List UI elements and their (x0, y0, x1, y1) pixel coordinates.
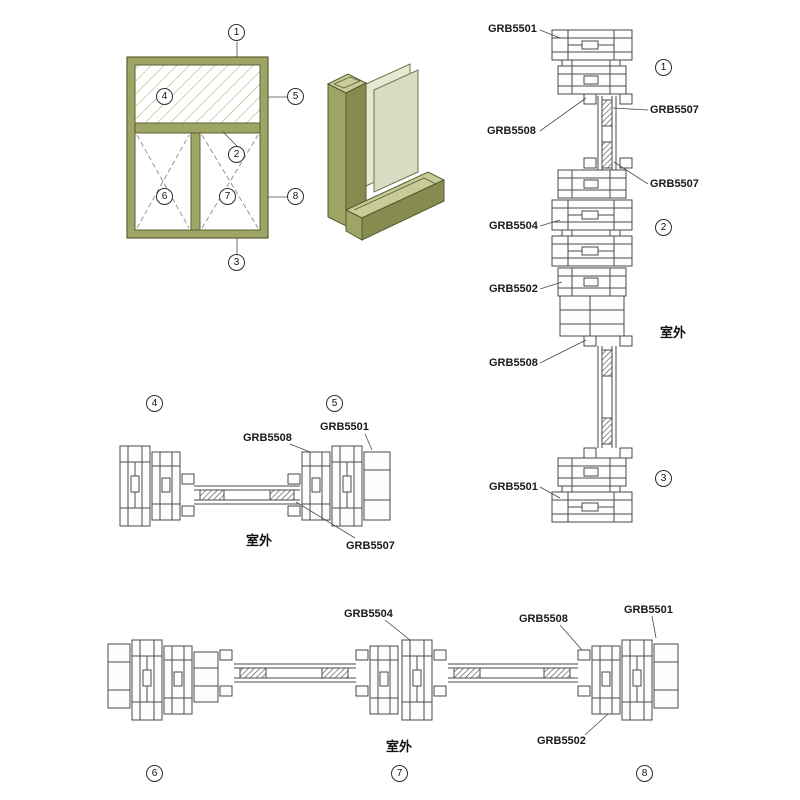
horizontal-section-4-5 (119, 433, 391, 539)
label-grb5504-bottom: GRB5504 (344, 608, 393, 620)
hatched-fixed-pane (134, 64, 261, 124)
glazing-spacer (239, 667, 267, 679)
mullion-bar (190, 132, 201, 231)
glazing-bead (433, 685, 447, 697)
glazing-bead (577, 685, 591, 697)
label-grb5501-bottom: GRB5501 (624, 604, 673, 616)
callout-5: 5 (287, 88, 304, 105)
glazing-bead (619, 157, 633, 169)
glazing-bead (583, 93, 597, 105)
glazing-bead (181, 473, 195, 485)
glazing-spacer (601, 417, 613, 445)
label-grb5508-vent-bead: GRB5508 (489, 357, 538, 369)
callout-section-8: 8 (636, 765, 653, 782)
glazing-bead (355, 649, 369, 661)
frame-cover (653, 643, 679, 709)
callout-section-3: 3 (655, 470, 672, 487)
callout-6: 6 (156, 188, 173, 205)
glazing-bead (619, 335, 633, 347)
glazing-bead (583, 447, 597, 459)
glazing-spacer (543, 667, 571, 679)
callout-section-1: 1 (655, 59, 672, 76)
glazing-bead (619, 93, 633, 105)
frame-cover (363, 451, 391, 521)
callout-2: 2 (228, 146, 245, 163)
callout-4: 4 (156, 88, 173, 105)
label-grb5501-head: GRB5501 (488, 23, 537, 35)
callout-1: 1 (228, 24, 245, 41)
profile-3d-view (326, 63, 446, 241)
outdoor-label-middle: 室外 (246, 533, 273, 548)
label-grb5508-bottom: GRB5508 (519, 613, 568, 625)
horizontal-section-6-7-8 (107, 615, 679, 736)
sash-chamber (193, 651, 219, 703)
right-section-leaders (539, 29, 649, 499)
callout-7: 7 (219, 188, 236, 205)
label-grb5504-transom: GRB5504 (489, 220, 538, 232)
glazing-bead (577, 649, 591, 661)
glazing-spacer (601, 349, 613, 377)
label-grb5508-mid: GRB5508 (243, 432, 292, 444)
elevation-drawing (126, 42, 287, 254)
label-grb5508-top-bead: GRB5508 (487, 125, 536, 137)
label-grb5502-vent-sash: GRB5502 (489, 283, 538, 295)
label-grb5507-gasket-2: GRB5507 (650, 178, 699, 190)
glazing-spacer (269, 489, 295, 501)
elevation-leaders (222, 42, 287, 254)
glazing-spacer (199, 489, 225, 501)
mid-section-leaders (289, 433, 373, 539)
label-grb5501-mid: GRB5501 (320, 421, 369, 433)
glazing-spacer (321, 667, 349, 679)
glazing-bead (433, 649, 447, 661)
callout-section-4: 4 (146, 395, 163, 412)
callout-3: 3 (228, 254, 245, 271)
glazing-bead (219, 649, 233, 661)
glazing-bead (287, 505, 301, 517)
vertical-section-1-2-3 (539, 29, 649, 523)
glazing-bead (619, 447, 633, 459)
bottom-section-leaders (384, 615, 657, 736)
label-grb5507-gasket-1: GRB5507 (650, 104, 699, 116)
glazing-spacer (601, 99, 613, 127)
callout-section-2: 2 (655, 219, 672, 236)
frame-cover (107, 643, 131, 709)
glazing-spacer (601, 141, 613, 169)
outdoor-label-bottom: 室外 (386, 739, 413, 754)
glazing-bead (287, 473, 301, 485)
callout-section-7: 7 (391, 765, 408, 782)
label-grb5507-mid: GRB5507 (346, 540, 395, 552)
glazing-bead (583, 157, 597, 169)
callout-8: 8 (287, 188, 304, 205)
glazing-bead (355, 685, 369, 697)
callout-section-6: 6 (146, 765, 163, 782)
glazing-bead (583, 335, 597, 347)
outdoor-label-right: 室外 (660, 325, 687, 340)
glazing-bead (219, 685, 233, 697)
vent-sash-chamber (559, 295, 625, 337)
jamb-front-face (327, 83, 347, 227)
transom-bar (134, 122, 261, 134)
callout-section-5: 5 (326, 395, 343, 412)
glazing-bead (181, 505, 195, 517)
glass-pane-inner (373, 69, 419, 193)
glazing-spacer (453, 667, 481, 679)
opening-symbols (136, 134, 259, 229)
label-grb5502-bottom: GRB5502 (537, 735, 586, 747)
label-grb5501-sill: GRB5501 (489, 481, 538, 493)
